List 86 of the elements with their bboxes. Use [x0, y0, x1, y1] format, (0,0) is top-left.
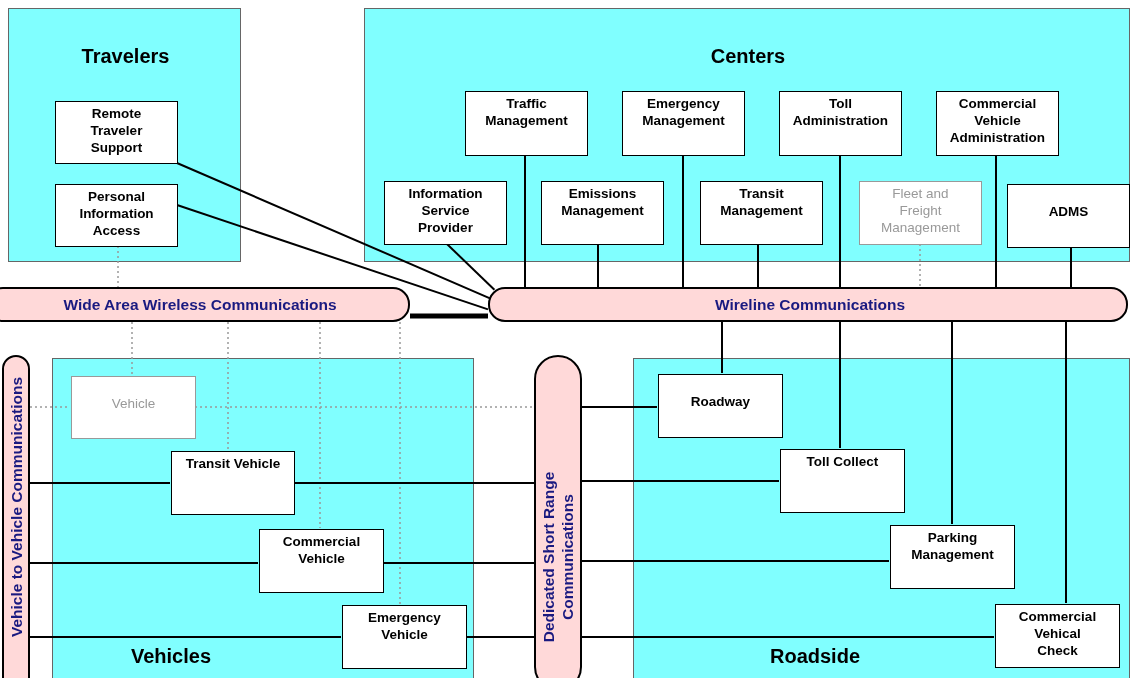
subsystem-box [779, 91, 902, 156]
connector-line [839, 154, 841, 288]
connector-line [597, 243, 599, 288]
connector-line [445, 243, 496, 291]
connector-line [293, 482, 535, 484]
box-label: Fleet and Freight Management [880, 185, 961, 236]
dotted-connector [117, 245, 119, 288]
subsystem-box [780, 449, 905, 513]
box-label: Roadway [689, 393, 752, 410]
box-label: Transit Management [719, 185, 804, 219]
connector-line [1070, 246, 1072, 288]
region-heading: Travelers [80, 45, 171, 68]
subsystem-box [171, 451, 295, 515]
subsystem-box [384, 181, 507, 245]
connector-line [1065, 321, 1067, 604]
subsystem-box [71, 376, 196, 439]
connector-line [524, 154, 526, 288]
box-label: Toll Administration [792, 95, 889, 129]
subsystem-box [259, 529, 384, 593]
region-panel [364, 8, 1130, 262]
pill-label: Wide Area Wireless Communications [62, 295, 338, 314]
dotted-connector [131, 321, 133, 376]
connector-line [176, 204, 489, 311]
connector-line [581, 406, 658, 408]
connector-line [951, 321, 953, 525]
connector-line [29, 636, 342, 638]
communications-pill [534, 355, 582, 678]
subsystem-box [700, 181, 823, 245]
connector-line [581, 636, 995, 638]
pill-label: Wireline Communications [713, 295, 907, 314]
subsystem-box [859, 181, 982, 245]
box-label: Commercial Vehical Check [1017, 608, 1098, 659]
box-label: Emissions Management [560, 185, 645, 219]
dotted-connector [919, 243, 921, 288]
box-label: Traffic Management [484, 95, 569, 129]
subsystem-box [465, 91, 588, 156]
connector-line [995, 154, 997, 288]
dotted-connector [319, 321, 321, 529]
subsystem-box [936, 91, 1059, 156]
box-label: Parking Management [910, 529, 995, 563]
connector-line [721, 321, 723, 374]
dotted-connector [227, 321, 229, 451]
subsystem-box [890, 525, 1015, 589]
region-panel [8, 8, 241, 262]
connector-line [581, 560, 890, 562]
box-label: Commercial Vehicle Administration [949, 95, 1046, 146]
connector-line [839, 321, 841, 449]
box-label: Emergency Vehicle [367, 609, 442, 643]
subsystem-box [55, 184, 178, 247]
connector-line [29, 482, 171, 484]
communications-pill [0, 287, 410, 322]
connector-line [682, 154, 684, 288]
subsystem-box [1007, 184, 1130, 248]
box-label: Remote Traveler Support [89, 105, 144, 156]
dotted-connector [194, 406, 535, 408]
subsystem-box [55, 101, 178, 164]
box-label: Vehicle [110, 395, 157, 412]
connector-line [465, 636, 535, 638]
connector-line [410, 313, 488, 319]
region-panel [633, 358, 1130, 678]
connector-line [757, 243, 759, 288]
region-panel [52, 358, 474, 678]
pill-label: Vehicle to Vehicle Communications [6, 375, 26, 640]
subsystem-box [658, 374, 783, 438]
box-label: Toll Collect [806, 453, 879, 470]
box-label: Commercial Vehicle [281, 533, 362, 567]
connector-line [382, 562, 535, 564]
region-heading: Vehicles [129, 645, 213, 668]
dotted-connector [399, 321, 401, 605]
box-label: ADMS [1047, 203, 1090, 220]
box-label: Personal Information Access [78, 188, 155, 239]
subsystem-box [622, 91, 745, 156]
connector-line [176, 162, 492, 300]
box-label: Emergency Management [641, 95, 726, 129]
region-heading: Roadside [769, 645, 861, 668]
pill-label: Dedicated Short Range Communications [539, 470, 577, 645]
box-label: Information Service Provider [407, 185, 484, 236]
box-label: Transit Vehicle [184, 455, 282, 472]
connector-line [581, 480, 780, 482]
subsystem-box [342, 605, 467, 669]
subsystem-box [541, 181, 664, 245]
connector-line [29, 562, 259, 564]
communications-pill [488, 287, 1128, 322]
communications-pill [2, 355, 30, 678]
region-heading: Centers [709, 45, 787, 68]
subsystem-box [995, 604, 1120, 668]
